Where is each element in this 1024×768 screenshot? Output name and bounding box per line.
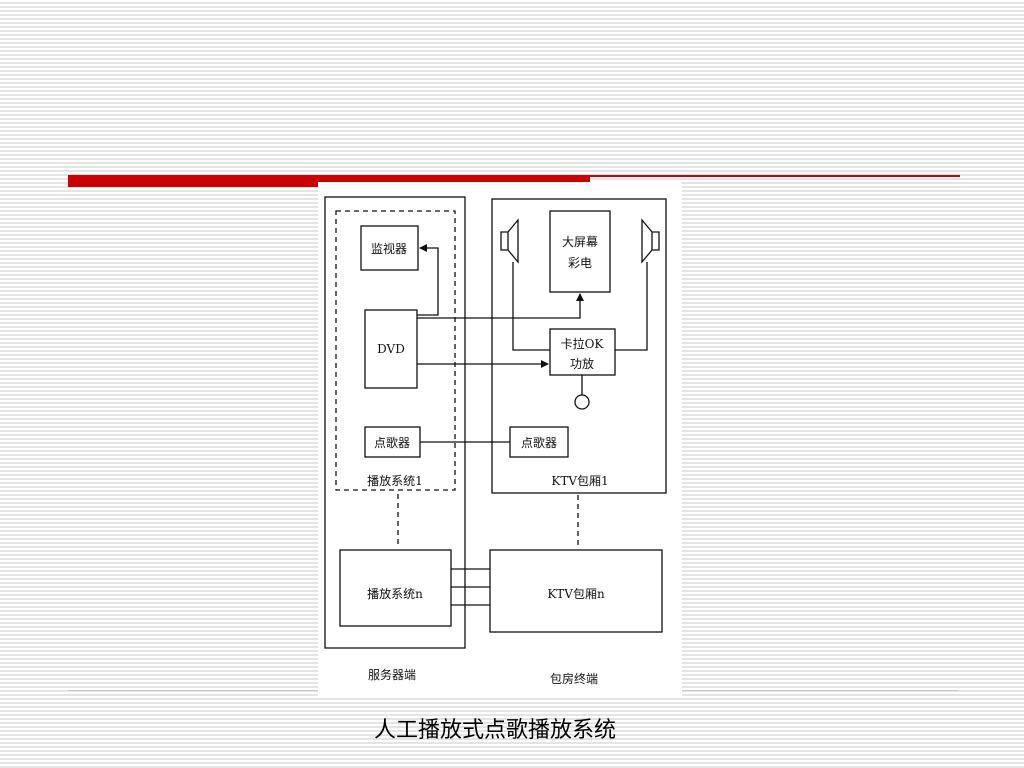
right-speaker-icon bbox=[641, 218, 660, 264]
karaoke-amp-label-line1: 卡拉OK bbox=[561, 336, 605, 351]
diagram-canvas: 监视器 DVD 点歌器 播放系统1 大屏幕 彩电 卡拉OK 功放 点歌器 KTV… bbox=[324, 196, 667, 686]
monitor-label: 监视器 bbox=[371, 241, 407, 256]
monitor-box bbox=[360, 225, 419, 271]
server-song-selector-label: 点歌器 bbox=[374, 435, 410, 450]
big-screen-label-line1: 大屏幕 bbox=[562, 235, 598, 249]
dvd-box bbox=[364, 309, 418, 389]
server-side-label: 服务器端 bbox=[368, 667, 416, 682]
playback-system-n-box bbox=[339, 549, 452, 627]
ktv-room-1-label: KTV包厢1 bbox=[551, 474, 608, 488]
big-screen-label-line2: 彩电 bbox=[568, 256, 592, 270]
ktv-room-1-enclosure bbox=[491, 198, 667, 494]
dvd-label: DVD bbox=[377, 342, 405, 356]
playback-system-1-label: 播放系统1 bbox=[367, 473, 423, 488]
microphone-icon bbox=[574, 394, 590, 410]
ktv-room-n-box bbox=[489, 549, 663, 633]
amp-to-right-speaker-line bbox=[615, 262, 648, 351]
big-screen-tv-box bbox=[549, 210, 611, 293]
figure-caption: 人工播放式点歌播放系统 bbox=[373, 718, 616, 743]
left-speaker-icon bbox=[500, 218, 519, 264]
room-terminal-label: 包房终端 bbox=[550, 671, 598, 686]
amp-to-left-speaker-line bbox=[512, 262, 550, 351]
karaoke-amp-label-line2: 功放 bbox=[570, 356, 594, 371]
server-enclosure bbox=[324, 196, 466, 649]
dvd-to-monitor-line bbox=[417, 244, 439, 316]
playback-system-n-label: 播放系统n bbox=[367, 586, 423, 601]
system-diagram: 监视器 DVD 点歌器 播放系统1 大屏幕 彩电 卡拉OK 功放 点歌器 KTV… bbox=[318, 182, 682, 698]
title-accent-bar-thin bbox=[590, 175, 960, 177]
ktv-room-n-label: KTV包厢n bbox=[547, 587, 605, 601]
dvd-to-screen-line bbox=[417, 293, 584, 319]
room-song-selector-label: 点歌器 bbox=[521, 435, 557, 450]
